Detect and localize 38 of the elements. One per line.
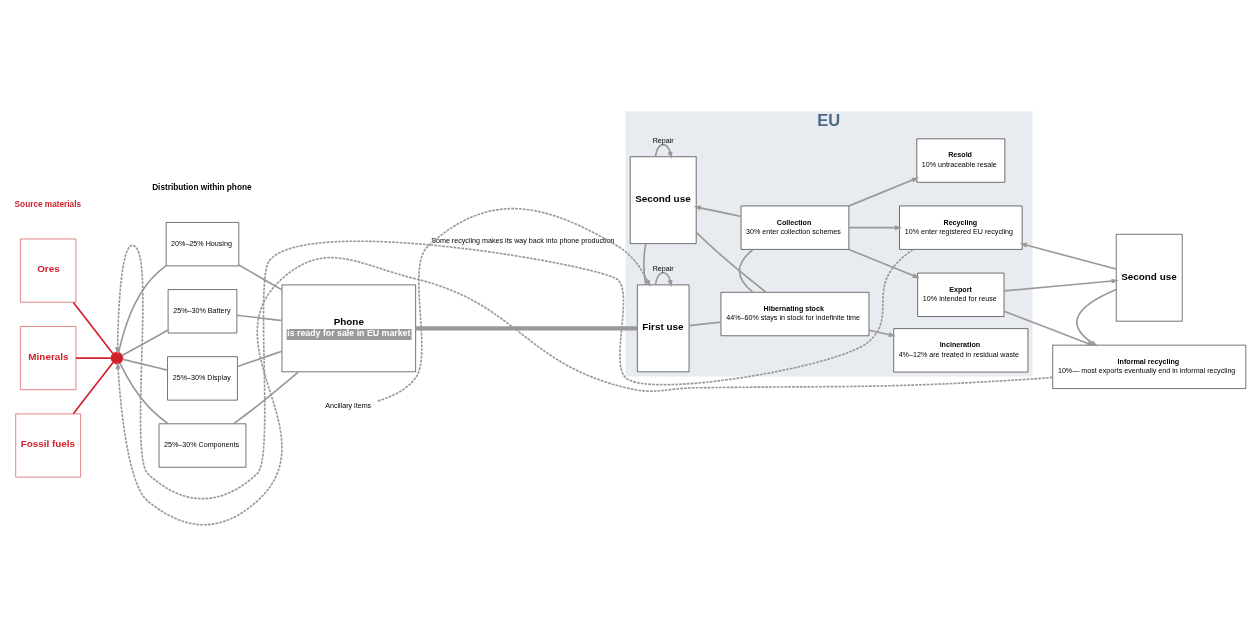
node-box: Fossil fuels bbox=[15, 413, 81, 478]
node-circle bbox=[110, 351, 124, 365]
arrow bbox=[654, 271, 673, 288]
arrow bbox=[1019, 242, 1117, 270]
arrow bbox=[1076, 288, 1117, 347]
connector bbox=[119, 362, 169, 425]
arrow bbox=[1003, 310, 1095, 346]
arrow bbox=[848, 225, 902, 231]
arrow bbox=[654, 143, 673, 160]
arrow bbox=[868, 329, 896, 338]
node-box: Second use bbox=[1115, 234, 1183, 322]
connector bbox=[695, 231, 767, 294]
arrow bbox=[376, 207, 651, 402]
arrow bbox=[848, 177, 919, 207]
connector bbox=[688, 321, 722, 327]
connector bbox=[415, 326, 638, 331]
connector bbox=[75, 357, 112, 359]
arrow bbox=[693, 205, 742, 218]
node-box: First use bbox=[637, 284, 690, 373]
connector bbox=[72, 361, 114, 415]
arrow bbox=[848, 248, 920, 279]
connector bbox=[122, 358, 169, 371]
arrow bbox=[1003, 278, 1119, 292]
connector bbox=[117, 264, 167, 354]
connector bbox=[232, 371, 300, 425]
connector bbox=[72, 301, 114, 355]
node-box: Second use bbox=[629, 156, 697, 244]
connector bbox=[121, 329, 169, 357]
connector bbox=[643, 242, 647, 286]
connector bbox=[238, 264, 283, 291]
connector bbox=[738, 248, 754, 294]
arrow bbox=[115, 256, 1054, 526]
node-box: Minerals bbox=[20, 326, 77, 390]
connector bbox=[236, 350, 283, 368]
node-box: Ores bbox=[20, 238, 77, 303]
arrow bbox=[115, 240, 914, 500]
connector bbox=[236, 314, 283, 322]
node-box: Phone is ready for sale in EU market bbox=[281, 284, 416, 373]
